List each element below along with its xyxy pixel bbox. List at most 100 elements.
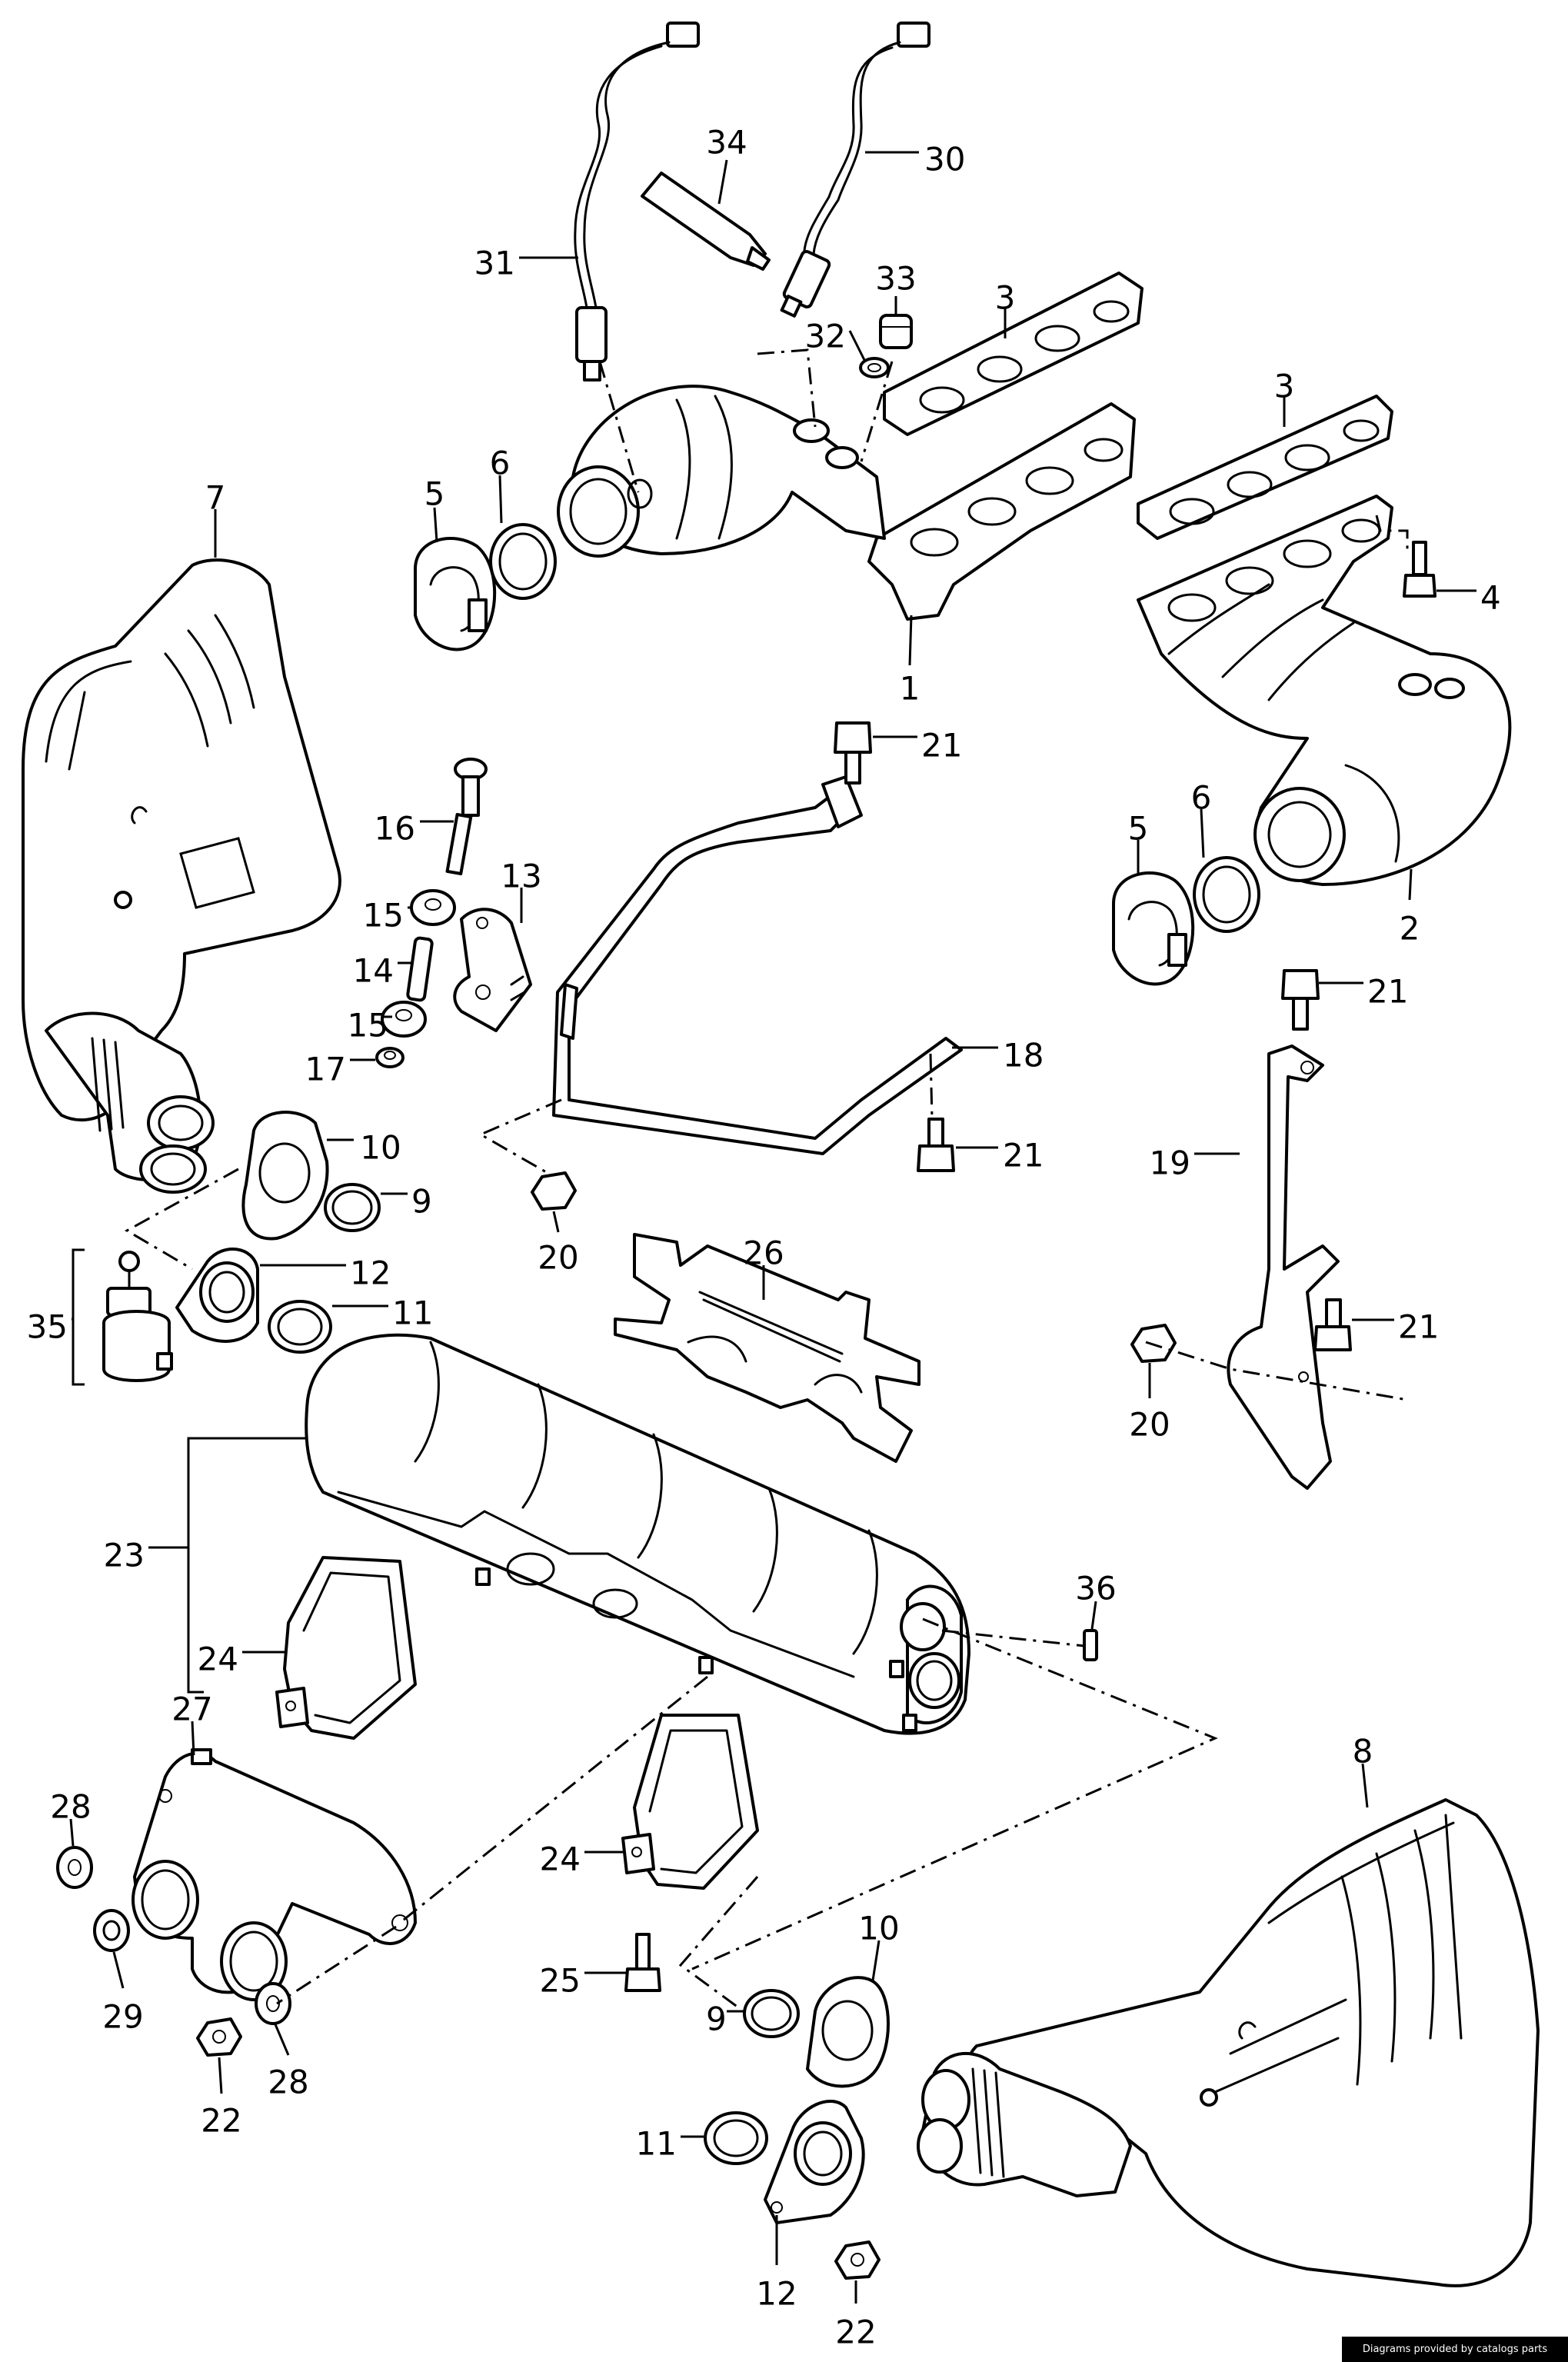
clamp-5-right[interactable] bbox=[1112, 871, 1195, 986]
nut-22-right[interactable] bbox=[834, 2240, 881, 2280]
callout-13: 13 bbox=[501, 858, 541, 895]
callout-6: 6 bbox=[1191, 779, 1212, 817]
callout-33: 33 bbox=[875, 260, 916, 298]
callout-10: 10 bbox=[858, 1910, 899, 1947]
callout-7: 7 bbox=[205, 479, 226, 517]
tailpipe-27[interactable] bbox=[131, 1748, 417, 2001]
callout-22: 22 bbox=[201, 2102, 241, 2140]
bracket-19[interactable] bbox=[1227, 1044, 1340, 1490]
callout-10: 10 bbox=[360, 1129, 401, 1167]
washer-29[interactable] bbox=[93, 1909, 130, 1952]
callout-21: 21 bbox=[921, 727, 962, 765]
sealing-ring-6-right[interactable] bbox=[1193, 856, 1260, 933]
callout-3: 3 bbox=[1274, 368, 1295, 405]
callout-24: 24 bbox=[198, 1641, 238, 1678]
oxygen-sensor-right[interactable] bbox=[780, 22, 930, 318]
silencer-left[interactable] bbox=[22, 558, 341, 1194]
sealing-ring-small[interactable] bbox=[859, 357, 890, 378]
clamp-24-upper[interactable] bbox=[275, 1556, 417, 1740]
callout-21: 21 bbox=[1003, 1137, 1044, 1174]
callout-4: 4 bbox=[1480, 579, 1501, 617]
nut-22-left[interactable] bbox=[196, 2017, 242, 2057]
callout-15: 15 bbox=[348, 1007, 388, 1044]
vacuum-unit-35[interactable] bbox=[72, 1248, 173, 1386]
clamp-24-lower[interactable] bbox=[621, 1714, 759, 1890]
washer-28-upper[interactable] bbox=[56, 1846, 93, 1889]
exhaust-manifold-gasket-right[interactable] bbox=[1137, 395, 1393, 540]
bolt-4[interactable] bbox=[1403, 541, 1437, 598]
callout-14: 14 bbox=[353, 952, 394, 990]
callout-3: 3 bbox=[995, 279, 1016, 317]
callout-18: 18 bbox=[1003, 1037, 1044, 1074]
callout-26: 26 bbox=[743, 1234, 784, 1272]
callout-9: 9 bbox=[706, 2001, 727, 2038]
sleeve-14[interactable] bbox=[406, 936, 434, 1002]
callout-36: 36 bbox=[1075, 1570, 1116, 1607]
callout-17: 17 bbox=[305, 1051, 346, 1088]
sealing-ring-9-right[interactable] bbox=[743, 1989, 800, 2038]
sealing-ring-6-left[interactable] bbox=[489, 523, 557, 600]
bolt-21-right-lower[interactable] bbox=[1313, 1298, 1352, 1351]
sensor-plug[interactable] bbox=[879, 314, 913, 349]
sealing-ring-11-left[interactable] bbox=[268, 1300, 332, 1354]
callout-2: 2 bbox=[1400, 910, 1420, 948]
callout-9: 9 bbox=[411, 1183, 432, 1221]
exhaust-manifold-left[interactable] bbox=[557, 385, 1136, 621]
stud-36[interactable] bbox=[1083, 1629, 1098, 1661]
nut-20-left[interactable] bbox=[531, 1171, 577, 1211]
callout-11: 11 bbox=[636, 2125, 677, 2163]
nut-20-right[interactable] bbox=[1130, 1324, 1177, 1363]
bolt-25[interactable] bbox=[624, 1933, 661, 1992]
callout-20: 20 bbox=[538, 1239, 578, 1277]
callout-11: 11 bbox=[392, 1294, 433, 1332]
alignment-lines bbox=[124, 348, 1409, 2009]
callout-28: 28 bbox=[268, 2064, 308, 2101]
oxygen-sensor-left[interactable] bbox=[574, 22, 700, 381]
bolt-21-middle[interactable] bbox=[917, 1118, 955, 1172]
sealing-compound-tube[interactable] bbox=[641, 172, 771, 271]
exhaust-manifold-gasket-upper[interactable] bbox=[883, 272, 1144, 436]
callout-34: 34 bbox=[706, 124, 747, 162]
washer-15-upper[interactable] bbox=[410, 889, 456, 926]
callout-31: 31 bbox=[474, 245, 515, 282]
callout-27: 27 bbox=[171, 1691, 212, 1728]
washer-15-lower[interactable] bbox=[381, 1001, 427, 1038]
callout-24: 24 bbox=[540, 1841, 581, 1878]
callout-32: 32 bbox=[805, 318, 846, 355]
callout-29: 29 bbox=[102, 1998, 143, 2036]
bolt-21-upper[interactable] bbox=[834, 721, 872, 785]
callout-25: 25 bbox=[540, 1962, 581, 2000]
washer-28-lower[interactable] bbox=[255, 1982, 291, 2025]
flange-12-right[interactable] bbox=[764, 2099, 865, 2224]
sealing-ring-9-left[interactable] bbox=[324, 1183, 381, 1232]
callout-1: 1 bbox=[900, 670, 920, 708]
sealing-ring-11-right[interactable] bbox=[704, 2111, 768, 2165]
flange-12-left[interactable] bbox=[175, 1248, 259, 1343]
callout-21: 21 bbox=[1367, 973, 1408, 1011]
bracket-18[interactable] bbox=[552, 775, 963, 1155]
gasket-10-right[interactable] bbox=[806, 1976, 890, 2088]
clamp-5-left[interactable] bbox=[414, 537, 497, 651]
bolt-21-right-upper[interactable] bbox=[1281, 969, 1320, 1031]
callout-30: 30 bbox=[924, 141, 965, 178]
callout-21: 21 bbox=[1398, 1308, 1439, 1346]
silencer-right[interactable] bbox=[917, 1798, 1540, 2287]
callout-5: 5 bbox=[1128, 810, 1149, 848]
gasket-10-left[interactable] bbox=[241, 1111, 329, 1241]
callout-6: 6 bbox=[490, 445, 511, 482]
callout-16: 16 bbox=[375, 810, 415, 848]
heat-shield-26[interactable] bbox=[614, 1233, 920, 1463]
exhaust-manifold-right[interactable] bbox=[1137, 495, 1512, 886]
callout-23: 23 bbox=[104, 1537, 145, 1574]
callout-20: 20 bbox=[1129, 1406, 1170, 1444]
callout-12: 12 bbox=[756, 2275, 797, 2313]
callout-22: 22 bbox=[835, 2314, 876, 2351]
main-silencer-23[interactable] bbox=[305, 1333, 970, 1735]
nut-17[interactable] bbox=[375, 1047, 404, 1068]
bracket-13[interactable] bbox=[453, 908, 532, 1032]
callout-8: 8 bbox=[1353, 1733, 1373, 1771]
callout-5: 5 bbox=[424, 475, 445, 513]
bolt-16[interactable] bbox=[445, 758, 488, 875]
